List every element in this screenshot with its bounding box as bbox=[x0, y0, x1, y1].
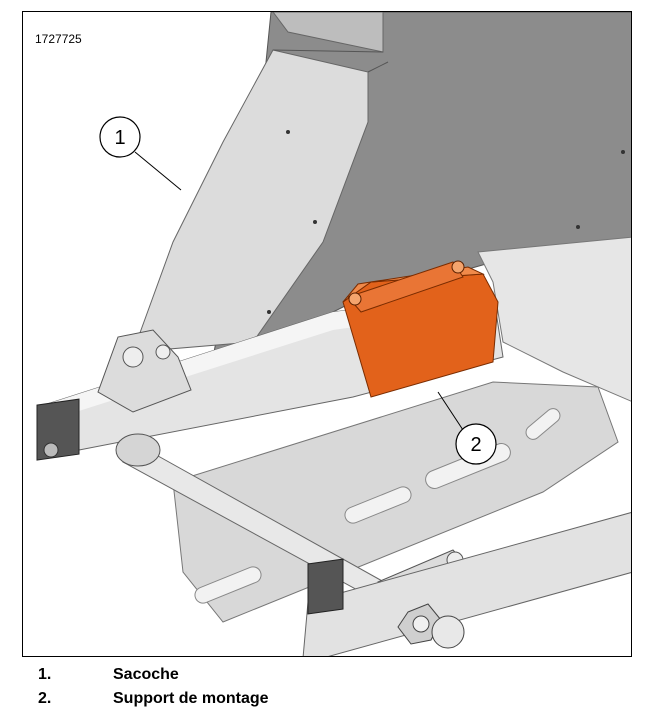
legend-label: Support de montage bbox=[113, 690, 269, 707]
callout-2-number: 2 bbox=[470, 434, 481, 456]
legend-item: 1. Sacoche bbox=[38, 663, 628, 687]
legend: 1. Sacoche 2. Support de montage bbox=[38, 663, 628, 711]
figure-frame: 1 2 1727725 bbox=[22, 11, 632, 657]
callout-2-leader bbox=[437, 391, 464, 431]
callout-1-circle bbox=[99, 116, 141, 158]
lower-frame-rail bbox=[302, 512, 631, 656]
callout-1-number: 1 bbox=[114, 127, 125, 149]
frame-rail-right bbox=[477, 236, 631, 402]
legend-number: 1. bbox=[38, 666, 52, 683]
legend-item: 2. Support de montage bbox=[38, 687, 628, 711]
legend-label: Sacoche bbox=[113, 666, 179, 683]
legend-number: 2. bbox=[38, 690, 52, 707]
callout-1-leader bbox=[134, 151, 182, 191]
callout-2-circle bbox=[455, 423, 497, 465]
figure-id: 1727725 bbox=[35, 32, 82, 46]
mounting-illustration: 1 2 bbox=[36, 12, 631, 656]
